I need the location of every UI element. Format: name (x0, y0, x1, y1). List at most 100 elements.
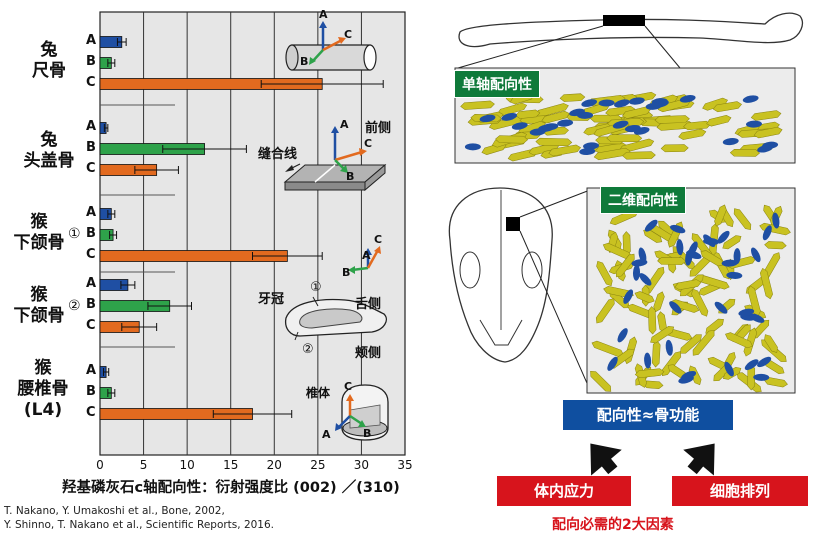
cell (681, 371, 697, 380)
cell (726, 271, 743, 279)
series-letter: B (86, 140, 96, 155)
uniaxial-crystals (460, 91, 783, 162)
crystal (698, 275, 730, 290)
series-letter: B (86, 54, 96, 69)
jaw-marker-2: ② (68, 298, 81, 314)
jaw-p2-label: ② (302, 342, 314, 357)
crystal (759, 222, 791, 236)
cell (623, 289, 634, 304)
cell (679, 95, 696, 103)
cell (598, 99, 615, 107)
cell (717, 230, 730, 244)
inset3-axis-a: A (362, 249, 371, 262)
category-line: 兔 (40, 130, 58, 150)
crystal (615, 253, 635, 278)
cell (757, 144, 773, 153)
crystal (495, 135, 529, 144)
cell (772, 212, 780, 229)
skull-suture-label: 缝合线 (258, 147, 298, 162)
crystal (712, 101, 742, 113)
category-line: 猴 (30, 285, 48, 305)
cell (628, 97, 645, 105)
crystal (652, 340, 661, 368)
factors-caption: 配向必需的2大因素 (552, 517, 674, 533)
cell (744, 359, 759, 371)
cell (577, 111, 594, 119)
cell (501, 112, 518, 121)
ulna-bone-drawing (457, 12, 804, 69)
cell (645, 102, 662, 110)
crystal (714, 204, 727, 227)
cell (751, 247, 761, 263)
inset1-axis-a: A (319, 8, 328, 21)
category-line: 猴 (30, 212, 48, 232)
cell (644, 219, 658, 232)
cell (581, 99, 598, 107)
cell (738, 308, 755, 317)
cell (745, 120, 762, 128)
inset1-axis-b: B (300, 55, 309, 68)
cell (542, 123, 559, 131)
cell (724, 361, 734, 377)
cell (617, 328, 628, 343)
crystal (660, 144, 689, 153)
factor-arrows (590, 443, 715, 476)
series-letter: C (86, 318, 96, 333)
cell (688, 241, 698, 257)
crystal (753, 126, 783, 139)
crystal (688, 365, 702, 386)
x-tick-label: 25 (310, 458, 325, 472)
inset4-axis-a: A (322, 428, 331, 441)
crystal (634, 368, 665, 378)
series-letter: A (86, 363, 97, 378)
uniaxial-label: 单轴配向性 (454, 70, 540, 98)
crystal (759, 267, 773, 300)
x-tick-label: 10 (180, 458, 195, 472)
biaxial-label: 二维配向性 (600, 186, 686, 214)
series-letter: C (86, 161, 96, 176)
x-tick-label: 20 (267, 458, 282, 472)
crystal (661, 351, 682, 376)
cell (583, 142, 600, 150)
x-tick-label: 0 (96, 458, 104, 472)
cell (638, 247, 647, 264)
category-line: (L4) (23, 400, 63, 420)
ulna-tube-inset (285, 21, 377, 71)
cell (529, 128, 546, 136)
series-letter: B (86, 297, 96, 312)
jaw-crown-label: 牙冠 (258, 292, 285, 307)
cell (511, 122, 528, 130)
series-letter: C (86, 75, 96, 90)
crystal (650, 326, 675, 344)
crystal (634, 291, 655, 304)
category-line: 下颌骨 (13, 306, 65, 326)
cell (464, 143, 481, 151)
series-letter: C (86, 405, 96, 420)
cell (733, 248, 741, 265)
crystal (722, 235, 742, 250)
cell (665, 339, 673, 356)
crystal (535, 137, 573, 147)
crystal (705, 318, 724, 334)
vertebra-inset (335, 384, 389, 441)
crystal (593, 147, 631, 161)
reference-line: T. Nakano, Y. Umakoshi et al., Bone, 200… (4, 505, 225, 517)
cell (669, 301, 682, 314)
series-letter: A (86, 276, 97, 291)
cell (721, 259, 738, 267)
inset1-axis-c: C (344, 28, 353, 41)
cell (557, 119, 574, 127)
cell (607, 356, 618, 371)
jaw-lingual-label: 舌侧 (355, 297, 382, 312)
cell (703, 234, 716, 247)
jaw-marker-1: ① (68, 226, 81, 242)
crystal (648, 306, 657, 335)
cell (479, 114, 496, 123)
inset2-axis-c: C (364, 137, 373, 150)
jaw-inset (284, 246, 387, 341)
category-label-monkey-jaw-1: 猴 下颌骨 (8, 212, 70, 254)
crystal (674, 279, 702, 291)
cell (632, 264, 641, 281)
category-label-monkey-lumbar: 猴 腰椎骨 (L4) (10, 358, 76, 421)
